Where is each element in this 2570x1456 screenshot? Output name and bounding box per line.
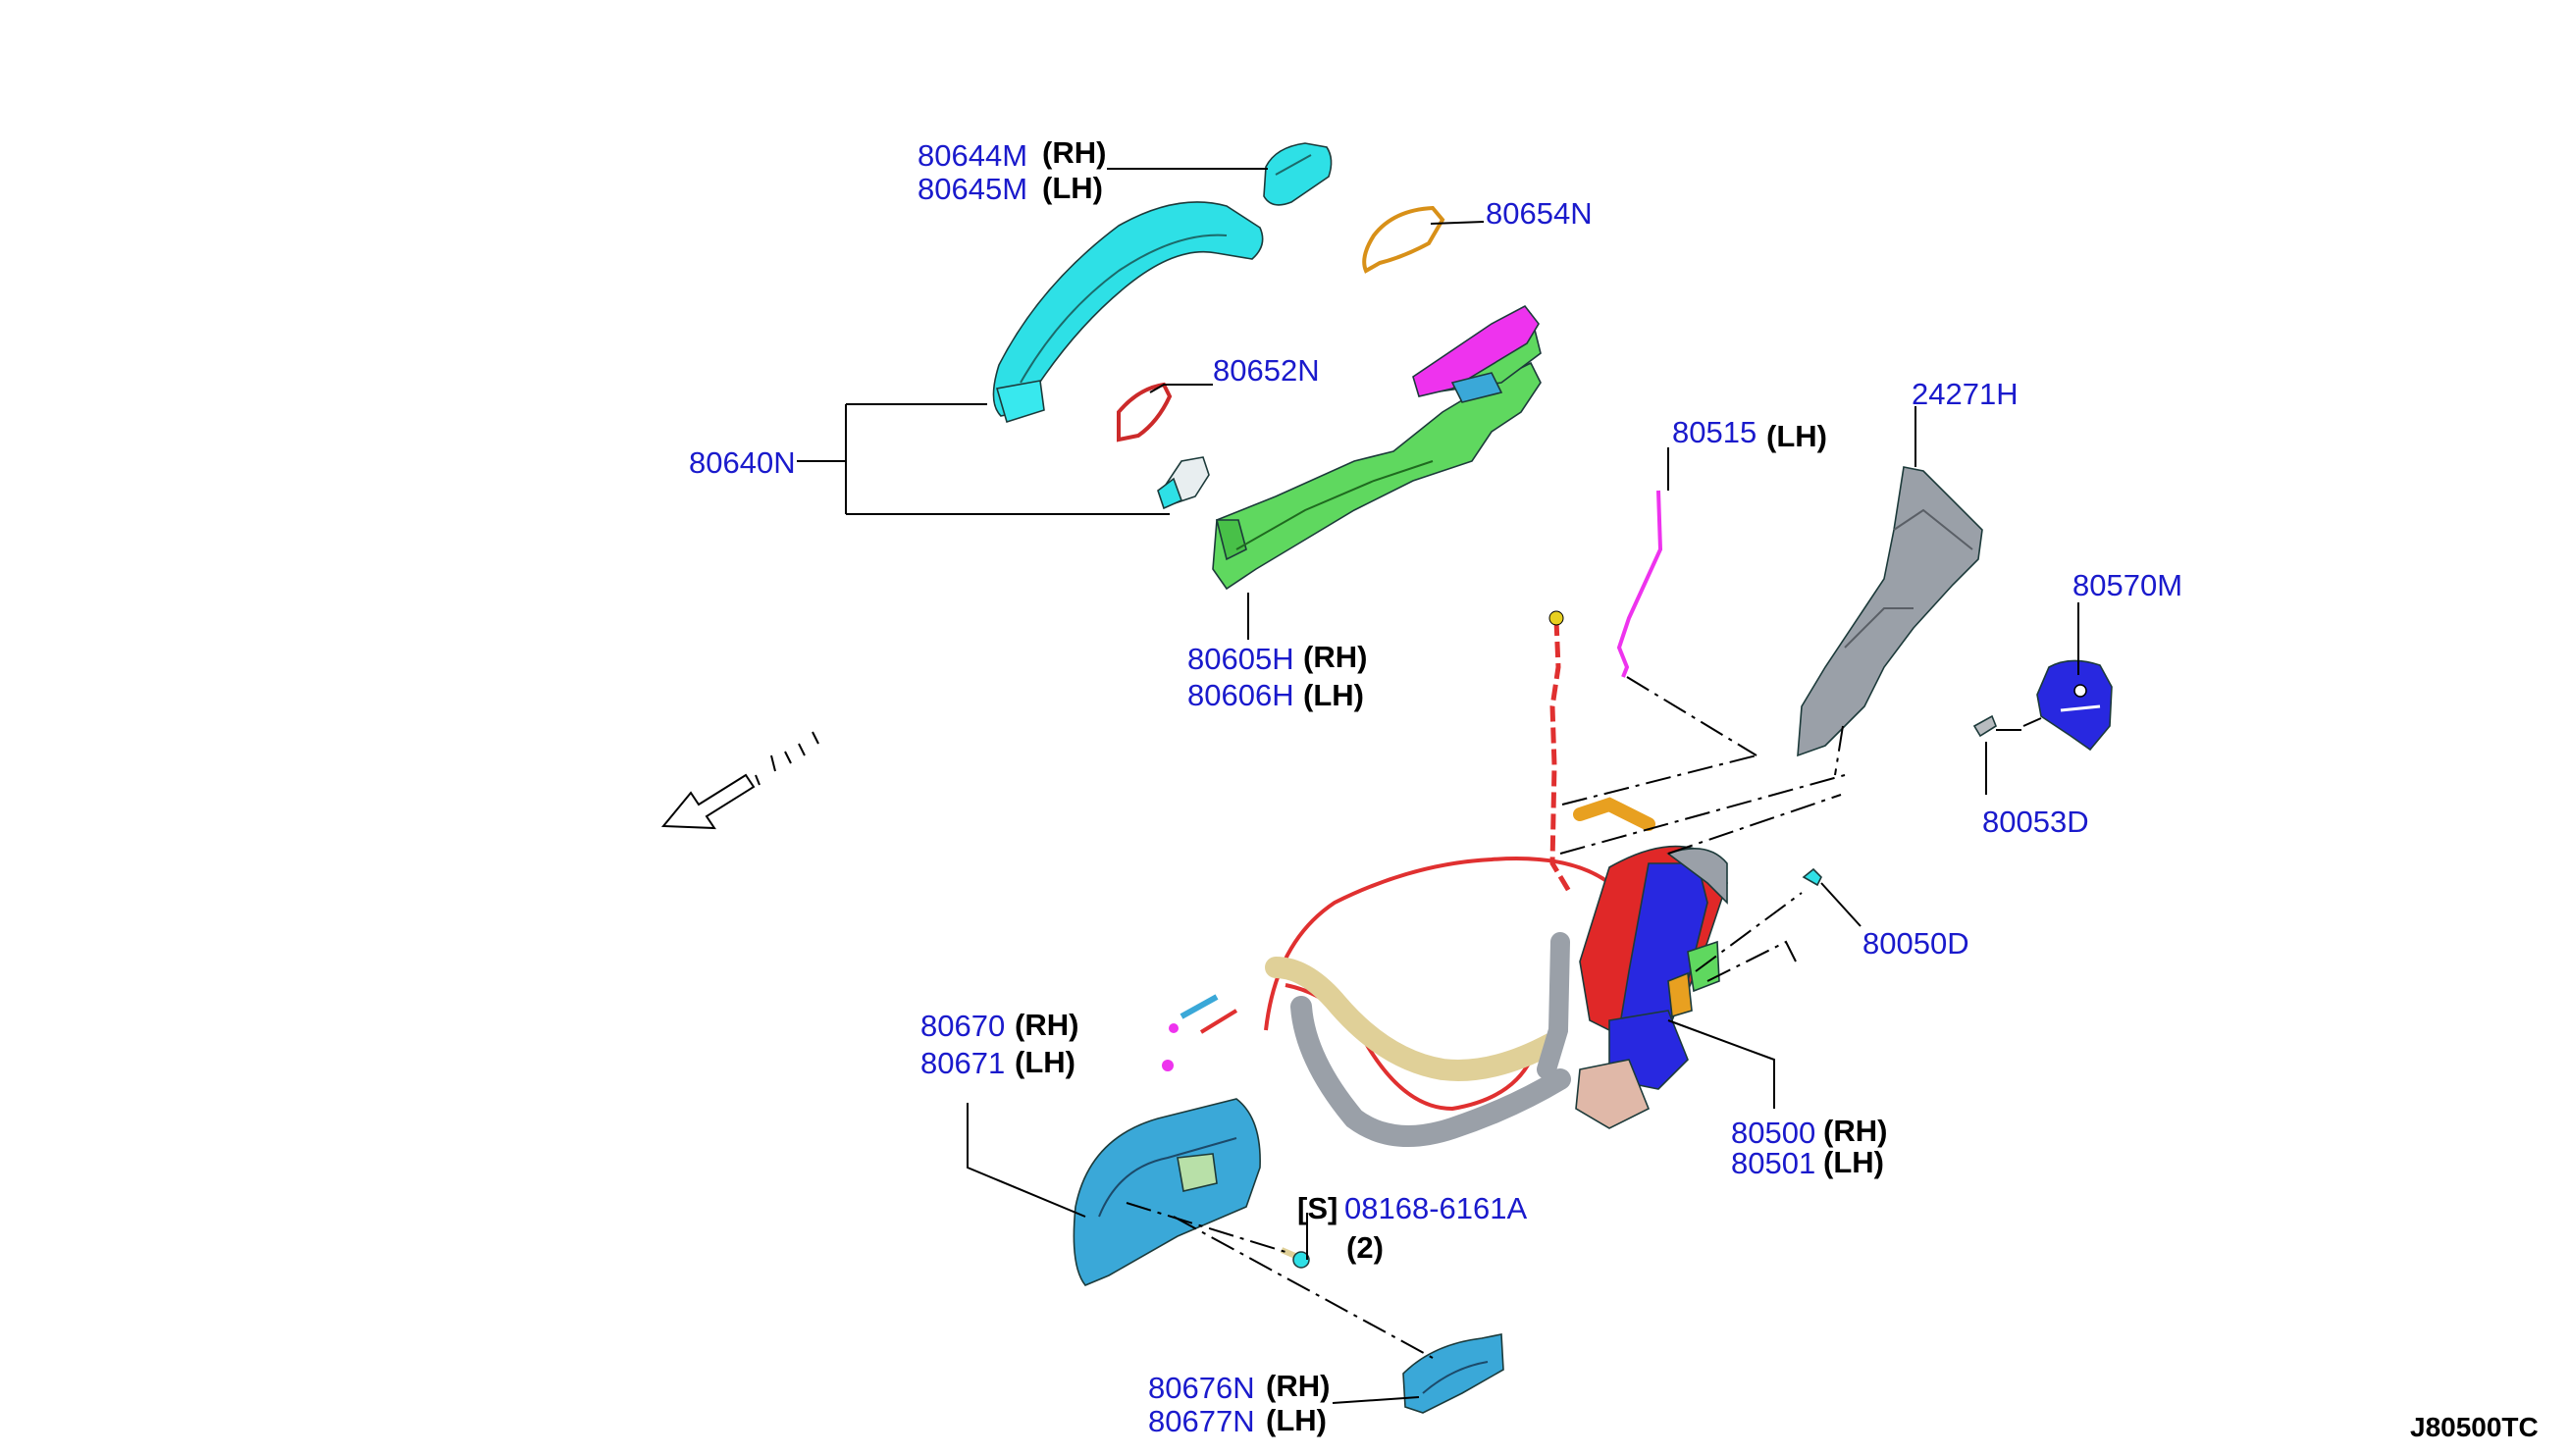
- lock-rod-shape: [1616, 490, 1663, 678]
- label-80501-side: (LH): [1823, 1145, 1884, 1179]
- door-lock-actuator-shape: [1575, 845, 1728, 1129]
- label-80515: 80515 (LH): [1672, 415, 1827, 453]
- label-80677N-side: (LH): [1266, 1403, 1327, 1437]
- label-80671: 80671 (LH): [920, 1045, 1075, 1080]
- frame-cover-shape: [1412, 304, 1540, 403]
- label-80053D: 80053D: [1982, 805, 2089, 839]
- install-lines: [1126, 676, 2042, 1359]
- front-direction-arrow: [660, 731, 819, 830]
- label-80605H: 80605H (RH): [1187, 640, 1367, 676]
- small-gasket-shape: [1117, 382, 1173, 442]
- label-80500-number: 80500: [1731, 1116, 1815, 1150]
- screw-08168-shape: [1280, 1247, 1310, 1269]
- clip-80053D-shape: [1972, 714, 1997, 738]
- label-80676N-number: 80676N: [1148, 1371, 1255, 1405]
- handle-escutcheon-shape: [1263, 142, 1333, 206]
- label-80501: 80501 (LH): [1731, 1145, 1884, 1180]
- label-80050D: 80050D: [1862, 926, 1969, 961]
- label-08168-6161A: [S] 08168-6161A (2): [1297, 1191, 1527, 1265]
- label-80570M: 80570M: [2072, 568, 2182, 602]
- label-80645M-number: 80645M: [918, 172, 1027, 206]
- label-80670-number: 80670: [920, 1009, 1005, 1043]
- key-cylinder-shape: [1157, 456, 1210, 510]
- label-80645M: 80645M (LH): [918, 171, 1103, 206]
- label-80606H: 80606H (LH): [1187, 678, 1364, 712]
- label-80654N: 80654N: [1486, 196, 1593, 231]
- handle-gasket-shape: [1362, 205, 1445, 274]
- label-80640N: 80640N: [689, 445, 796, 480]
- label-80500: 80500 (RH): [1731, 1114, 1887, 1150]
- label-80677N-number: 80677N: [1148, 1404, 1255, 1438]
- front-arrow-glyphs: [755, 731, 819, 786]
- label-80501-number: 80501: [1731, 1146, 1815, 1180]
- label-80515-number: 80515: [1672, 415, 1757, 449]
- label-08168-quantity: (2): [1346, 1230, 1384, 1265]
- label-80645M-side: (LH): [1042, 171, 1103, 205]
- label-80644M-side: (RH): [1042, 135, 1106, 170]
- label-80606H-side: (LH): [1303, 678, 1364, 712]
- inside-handle-shape: [1073, 1098, 1261, 1286]
- inside-escutcheon-shape: [1402, 1333, 1504, 1414]
- label-80500-side: (RH): [1823, 1114, 1887, 1148]
- label-80644M: 80644M (RH): [918, 135, 1106, 173]
- label-80670-side: (RH): [1015, 1008, 1078, 1042]
- leader-lines: [797, 168, 2079, 1404]
- label-24271H: 24271H: [1912, 377, 2019, 411]
- lock-cover-bracket-shape: [1797, 466, 1983, 757]
- label-80671-number: 80671: [920, 1046, 1005, 1080]
- label-80605H-number: 80605H: [1187, 642, 1294, 676]
- cables-shape: [1162, 610, 1655, 1147]
- screw-80050D-shape: [1802, 867, 1822, 887]
- label-80671-side: (LH): [1015, 1045, 1075, 1079]
- label-80676N-side: (RH): [1266, 1369, 1330, 1403]
- label-80605H-side: (RH): [1303, 640, 1367, 674]
- label-80652N: 80652N: [1213, 353, 1320, 388]
- label-08168-6161A-number: 08168-6161A: [1344, 1191, 1527, 1225]
- outside-handle-shape: [992, 201, 1264, 424]
- blue-clip-shape: [2036, 659, 2113, 752]
- label-80515-side: (LH): [1766, 419, 1827, 453]
- label-80606H-number: 80606H: [1187, 678, 1294, 712]
- figure-code: J80500TC: [2410, 1412, 2539, 1442]
- label-80677N: 80677N (LH): [1148, 1403, 1327, 1438]
- label-80676N: 80676N (RH): [1148, 1369, 1330, 1405]
- label-80644M-number: 80644M: [918, 138, 1027, 173]
- label-80670: 80670 (RH): [920, 1008, 1078, 1043]
- label-standard-part-mark: [S]: [1297, 1191, 1337, 1225]
